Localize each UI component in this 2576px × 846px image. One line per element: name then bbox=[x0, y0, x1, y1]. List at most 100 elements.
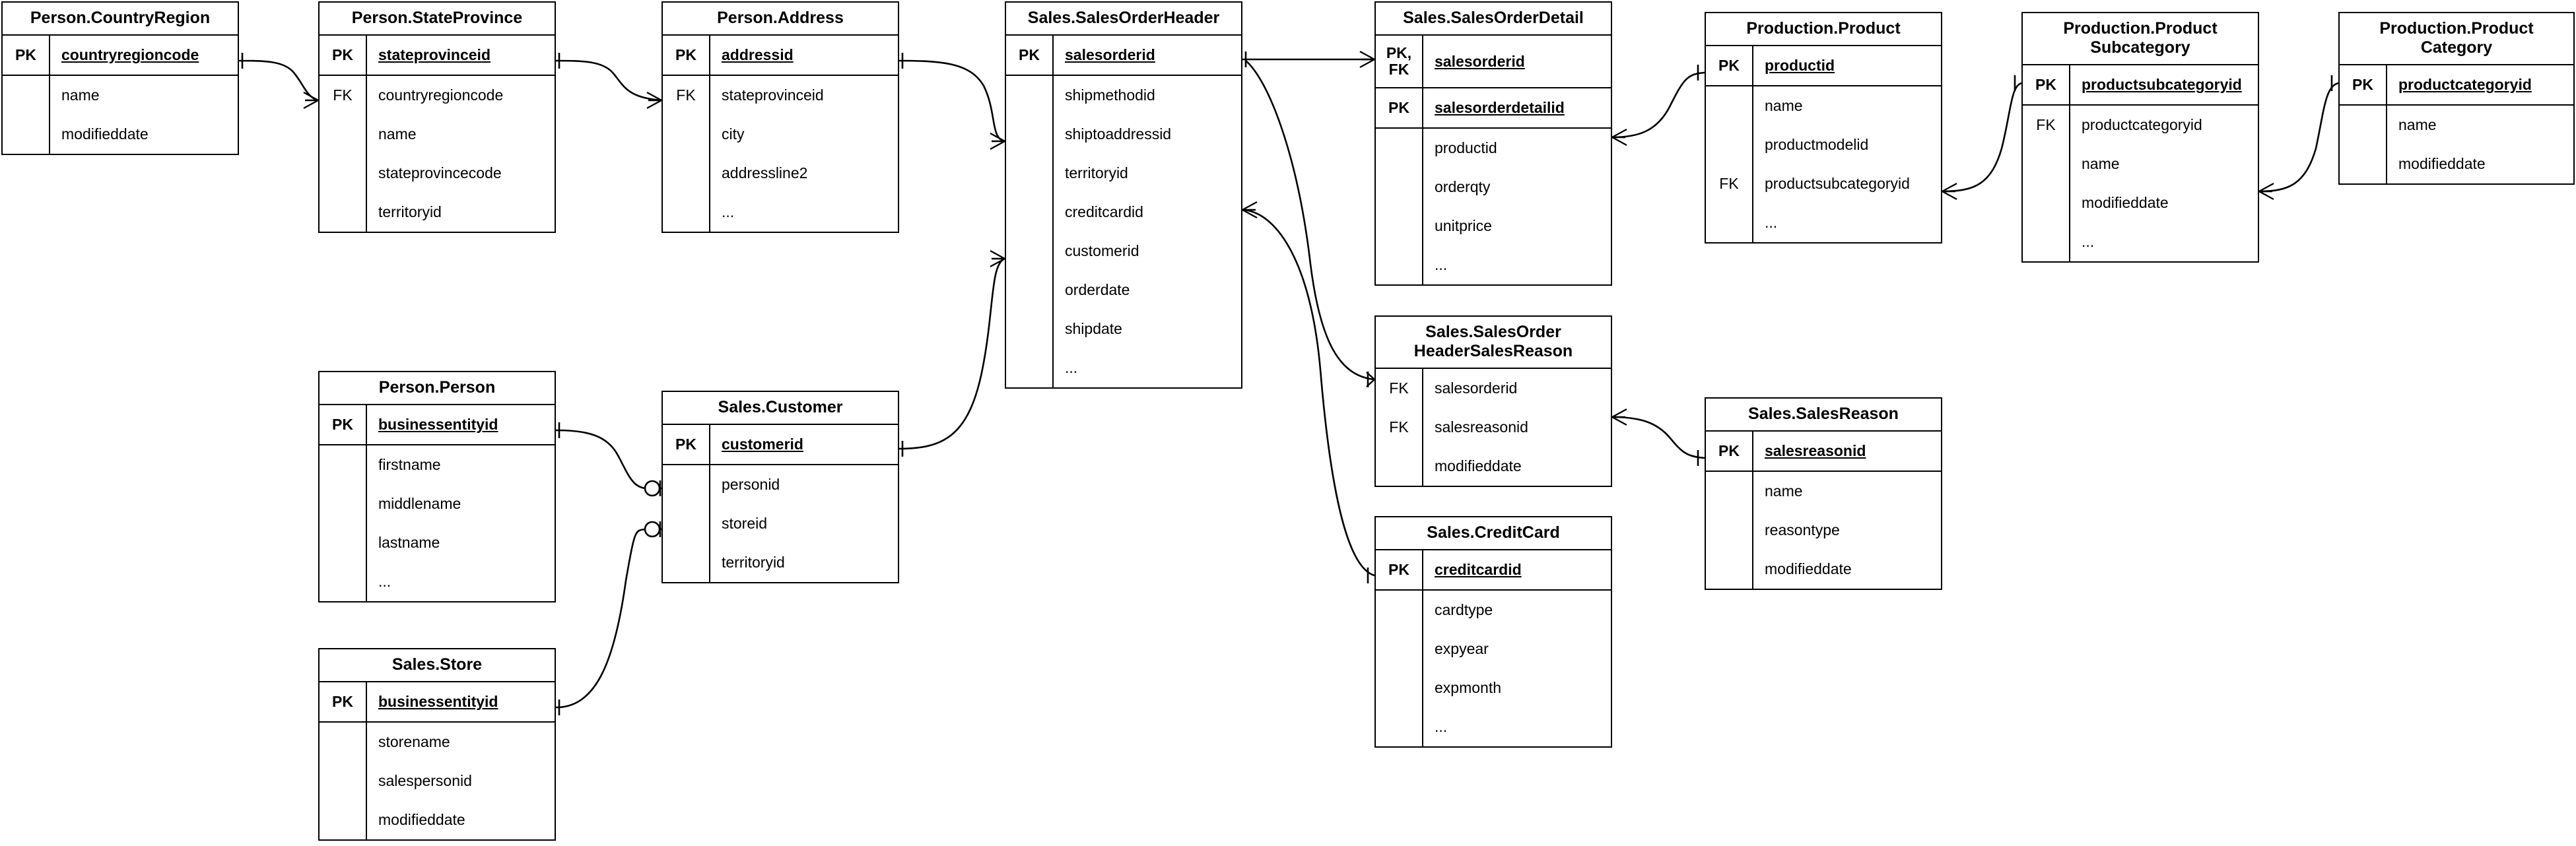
attribute-row[interactable]: territoryid bbox=[320, 193, 555, 232]
attribute-row[interactable]: modifieddate bbox=[3, 115, 238, 154]
attribute-row[interactable]: salespersonid bbox=[320, 762, 555, 800]
entity-title: Production.Product bbox=[1706, 13, 1941, 46]
attribute-row[interactable]: productid bbox=[1376, 129, 1611, 168]
attribute-row[interactable]: shipmethodid bbox=[1006, 76, 1241, 115]
attribute-row[interactable]: orderqty bbox=[1376, 168, 1611, 207]
key-cell-empty bbox=[1376, 129, 1423, 168]
key-cell-empty bbox=[663, 154, 710, 193]
attribute-row[interactable]: expyear bbox=[1376, 630, 1611, 668]
attribute-name: stateprovincecode bbox=[378, 164, 502, 181]
attribute-name: productsubcategoryid bbox=[1765, 175, 1910, 192]
attribute-row[interactable]: ... bbox=[663, 193, 898, 232]
attribute-row[interactable]: modifieddate bbox=[2023, 183, 2258, 222]
attribute-row[interactable]: shiptoaddressid bbox=[1006, 115, 1241, 154]
attribute-row[interactable]: name bbox=[1706, 86, 1941, 125]
attribute-row[interactable]: ... bbox=[1706, 203, 1941, 242]
attribute-row[interactable]: unitprice bbox=[1376, 207, 1611, 245]
attribute-row[interactable]: name bbox=[1706, 472, 1941, 511]
attribute-row[interactable]: modifieddate bbox=[1706, 550, 1941, 589]
entity-title: Sales.CreditCard bbox=[1376, 517, 1611, 550]
attribute-name: territoryid bbox=[378, 203, 442, 220]
attribute-row[interactable]: name bbox=[320, 115, 555, 154]
attribute-name: ... bbox=[1065, 359, 1078, 376]
attribute-row[interactable]: firstname bbox=[320, 445, 555, 484]
attribute-name: name bbox=[2398, 116, 2437, 133]
attribute-row[interactable]: shipdate bbox=[1006, 309, 1241, 348]
attribute-name: reasontype bbox=[1765, 521, 1840, 538]
attribute-row[interactable]: territoryid bbox=[1006, 154, 1241, 193]
attribute-row[interactable]: ... bbox=[1376, 245, 1611, 284]
attribute-row[interactable]: productmodelid bbox=[1706, 125, 1941, 164]
key-badge: PK bbox=[1706, 46, 1753, 85]
attribute-name: ... bbox=[1435, 256, 1448, 273]
attribute-row[interactable]: name bbox=[3, 76, 238, 115]
attribute-row[interactable]: reasontype bbox=[1706, 511, 1941, 550]
attribute-row[interactable]: ... bbox=[1376, 707, 1611, 746]
attribute-row[interactable]: modifieddate bbox=[1376, 447, 1611, 486]
attribute-row[interactable]: ... bbox=[320, 562, 555, 601]
attribute-row[interactable]: addressline2 bbox=[663, 154, 898, 193]
attribute-row[interactable]: lastname bbox=[320, 523, 555, 562]
attribute-row[interactable]: expmonth bbox=[1376, 668, 1611, 707]
attribute-row[interactable]: orderdate bbox=[1006, 271, 1241, 309]
attribute-name: salesorderdetailid bbox=[1435, 99, 1565, 116]
attribute-row[interactable]: customerid bbox=[1006, 232, 1241, 271]
attribute-row[interactable]: ... bbox=[2023, 222, 2258, 261]
attribute-row[interactable]: storeid bbox=[663, 504, 898, 543]
attribute-row[interactable]: storename bbox=[320, 723, 555, 762]
attribute-row[interactable]: personid bbox=[663, 465, 898, 504]
attribute-row[interactable]: stateprovincecode bbox=[320, 154, 555, 193]
attribute-row[interactable]: cardtype bbox=[1376, 591, 1611, 630]
attribute-row[interactable]: creditcardid bbox=[1006, 193, 1241, 232]
attribute-row[interactable]: name bbox=[2023, 145, 2258, 183]
attribute-name: lastname bbox=[378, 534, 440, 551]
attribute-name: salesorderid bbox=[1065, 46, 1155, 63]
attribute-row[interactable]: modifieddate bbox=[320, 800, 555, 839]
attribute-row[interactable]: city bbox=[663, 115, 898, 154]
attribute-row[interactable]: ... bbox=[1006, 348, 1241, 387]
key-cell-empty bbox=[663, 115, 710, 154]
attribute-row[interactable]: modifieddate bbox=[2340, 145, 2573, 183]
attribute-row[interactable]: middlename bbox=[320, 484, 555, 523]
attribute-row[interactable]: name bbox=[2340, 106, 2573, 145]
attribute-row[interactable]: territoryid bbox=[663, 543, 898, 582]
